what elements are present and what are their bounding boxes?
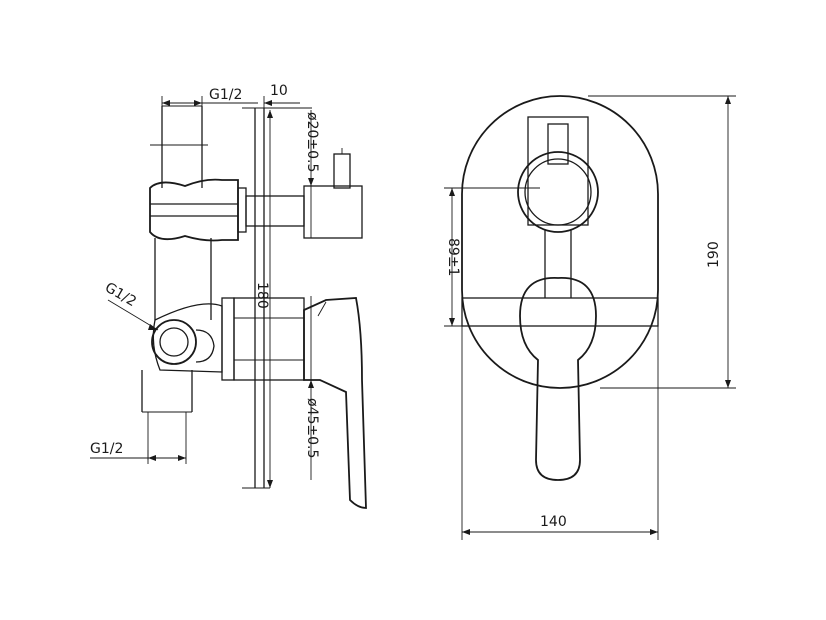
dim-d20: ø20±0.5	[304, 110, 320, 238]
dim-10: 10	[263, 83, 300, 110]
dim-140: 140	[461, 242, 659, 540]
center-column	[154, 238, 212, 320]
label-g12-top: G1/2	[209, 87, 242, 103]
dim-g12-bottom: G1/2	[90, 441, 187, 464]
cover-plate	[461, 95, 659, 389]
label-g12-mid: G1/2	[102, 280, 139, 311]
label-g12-bottom: G1/2	[90, 441, 123, 457]
label-d45: ø45±0.5	[304, 398, 320, 458]
label-10: 10	[270, 83, 288, 99]
dim-g12-mid: G1/2	[102, 280, 159, 331]
dim-d45: ø45±0.5	[304, 296, 320, 480]
escutcheon-bar	[461, 297, 659, 327]
lever-handle-front	[519, 277, 597, 481]
top-inlet-pipe	[150, 105, 208, 188]
diverter-front	[517, 116, 599, 233]
front-view: 89±1 190 140	[444, 95, 736, 540]
label-89: 89±1	[445, 238, 461, 276]
lower-valve-body	[151, 297, 305, 381]
label-190: 190	[706, 241, 722, 268]
label-d20: ø20±0.5	[304, 112, 320, 172]
lever-handle-side	[303, 297, 367, 509]
diverter-knob	[303, 148, 363, 239]
center-strip	[544, 230, 572, 298]
side-view: G1/2 10 ø20±0.5 180 G1/2	[90, 83, 367, 509]
dim-190: 190	[588, 95, 736, 389]
bottom-outlet-pipe	[141, 370, 193, 460]
dim-180: 180	[254, 110, 273, 488]
dim-89: 89±1	[444, 187, 540, 327]
label-180: 180	[254, 282, 270, 309]
dim-g12-top: G1/2	[161, 87, 258, 110]
label-140: 140	[540, 514, 567, 530]
upper-valve-body	[149, 178, 305, 242]
